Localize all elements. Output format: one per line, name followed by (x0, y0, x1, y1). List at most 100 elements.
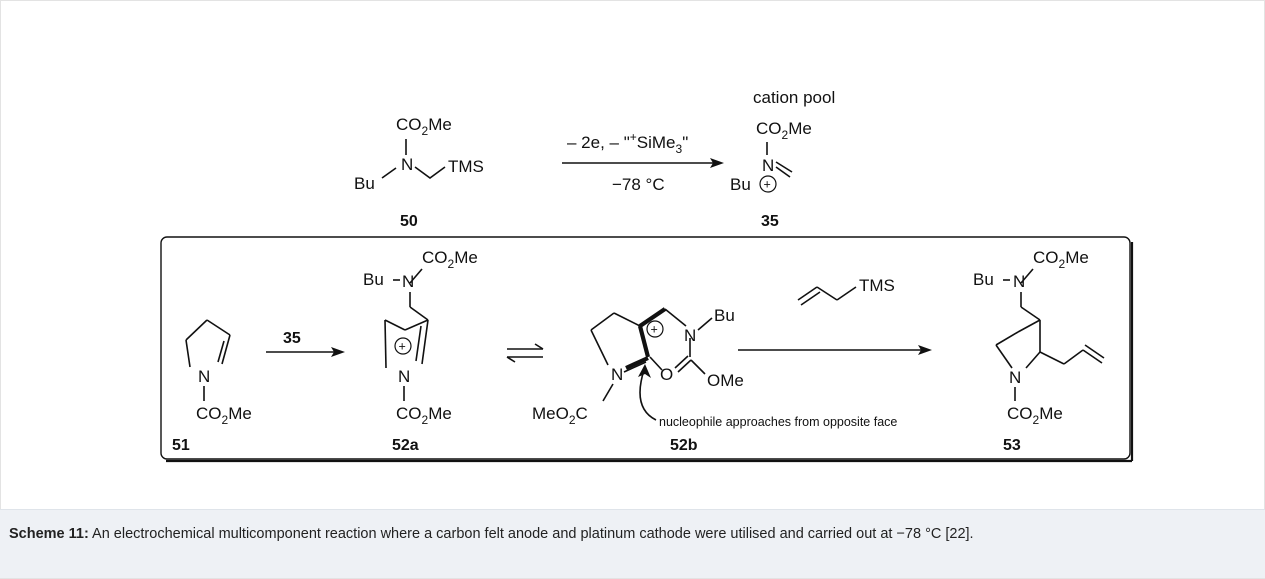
cpd53-allyl-double-b (1084, 344, 1105, 359)
arrow1-label: 35 (283, 330, 301, 347)
cpd53-co2me-top: CO2Me (1033, 248, 1089, 271)
cpd53-ring-bond-5 (1025, 351, 1041, 369)
cation-pool-label: cation pool (753, 88, 835, 107)
cpd52b-number: 52b (670, 437, 698, 454)
cpd52b-meo2c: MeO2C (532, 404, 588, 427)
cpd52b-ome: OMe (707, 371, 744, 390)
cpd35-plus: + (764, 178, 771, 192)
cpd52b-bond-c-o (649, 356, 663, 371)
cpd52a-bond-n-c (409, 268, 423, 284)
cpd52b-bond-ch2-n (664, 308, 687, 327)
caption-body: An electrochemical multicomponent reacti… (88, 526, 974, 542)
cpd35-double-bond-b (775, 166, 791, 178)
cpd53-ring-bond-3 (995, 344, 1013, 369)
equilibrium-forward-head (534, 343, 544, 350)
reaction-scheme: cation pool CO2Me N Bu TMS 50 – 2e, – "+… (160, 88, 1134, 463)
cpd35-n: N (762, 156, 774, 175)
arrow2-reagent-tms: TMS (859, 276, 895, 295)
cpd53-allyl-1 (1039, 351, 1065, 365)
cpd53-number: 53 (1003, 437, 1021, 454)
annotation-text: nucleophile approaches from opposite fac… (659, 415, 897, 429)
cpd52a-ring-bond-3 (384, 319, 387, 369)
cpd52a-ring-double (415, 325, 422, 362)
cpd52b-bond-n-c (623, 361, 647, 373)
allyl-bond-3 (836, 286, 857, 301)
top-arrow-head (710, 158, 724, 168)
compound-50: CO2Me N Bu TMS 50 (354, 115, 484, 230)
compound-53: CO2Me Bu N N CO2Me 53 (973, 248, 1105, 454)
cpd50-bond-chain (414, 166, 446, 179)
caption-box: Scheme 11: An electrochemical multicompo… (0, 509, 1265, 578)
arrow1-head (331, 347, 345, 357)
cpd52a-ring-bond-2 (384, 319, 406, 331)
allyl-double-a (797, 286, 818, 301)
curved-arrow (639, 369, 657, 421)
cpd53-ring-bond-1 (1017, 319, 1041, 333)
nucleophile-annotation: nucleophile approaches from opposite fac… (638, 364, 897, 429)
cpd52b-ring-bond-2 (613, 312, 641, 327)
cpd53-bond-ch2-ring (1020, 306, 1041, 321)
cpd52a-number: 52a (392, 437, 419, 454)
cpd52b-charge-circle (646, 320, 664, 338)
cpd53-allyl-2 (1063, 349, 1084, 365)
cpd50-tms: TMS (448, 157, 484, 176)
top-arrow: – 2e, – "+SiMe3" −78 °C (562, 130, 724, 194)
cpd52a-charge-circle (394, 337, 412, 355)
cpd53-ring-bond-2 (995, 331, 1019, 346)
cpd52b-bond-c-ome (690, 359, 706, 375)
cpd52b-plus: + (651, 323, 658, 337)
cpd52b-ring-bond-3 (590, 329, 609, 366)
curved-arrow-head (638, 364, 651, 378)
top-arrow-label-above: – 2e, – "+SiMe3" (567, 130, 688, 156)
cpd52a-co2me-bottom: CO2Me (396, 404, 452, 427)
allyl-bond-2 (816, 286, 838, 301)
cpd52b-n-ring: N (611, 365, 623, 384)
cpd51-number: 51 (172, 437, 190, 454)
cpd51-ring-double-bond (217, 340, 225, 363)
cpd50-co2me: CO2Me (396, 115, 452, 138)
cpd51-n: N (198, 367, 210, 386)
arrow2-head (918, 345, 932, 355)
cpd35-co2me: CO2Me (756, 119, 812, 142)
cpd35-charge-circle (759, 175, 777, 193)
cpd52a-bond-ch2-ring (409, 306, 429, 321)
compound-52a: CO2Me Bu N + N CO2Me 52a (363, 248, 478, 454)
top-arrow-label-below: −78 °C (612, 175, 665, 194)
cpd52a-ring-bond-4 (421, 319, 429, 365)
cpd50-bond-n-bu (381, 167, 397, 179)
cpd52a-bu: Bu (363, 270, 384, 289)
cpd52b-bond-o-c-b (677, 359, 692, 373)
allyl-double-b (800, 291, 821, 306)
cpd53-bond-n-c (1020, 268, 1034, 284)
cpd53-n-top: N (1013, 272, 1025, 291)
cpd51-ring-bond-4 (221, 334, 231, 365)
cpd51-ring-bond-1 (185, 339, 191, 368)
cpd53-n-ring: N (1009, 368, 1021, 387)
cpd50-n: N (401, 155, 413, 174)
cpd53-allyl-double-a (1082, 349, 1103, 364)
cpd52b-bond-n-meo2c (602, 383, 614, 402)
caption-label: Scheme 11: (9, 526, 89, 542)
cpd50-bu: Bu (354, 174, 375, 193)
compound-35: CO2Me N Bu + 35 (730, 119, 812, 230)
cpd52a-ring-bond-1 (404, 319, 429, 331)
cpd52a-n-top: N (402, 272, 414, 291)
cpd52b-n-side: N (684, 326, 696, 345)
cpd50-number: 50 (400, 213, 418, 230)
compound-51: N CO2Me 51 (172, 319, 252, 454)
cpd52b-bond-n-bu (697, 317, 713, 331)
caption: Scheme 11: An electrochemical multicompo… (9, 524, 1249, 544)
cpd52a-n-ring: N (398, 367, 410, 386)
cpd51-ring-bond-2 (185, 319, 208, 341)
cpd52b-ring-bold-bond (637, 325, 651, 358)
cpd52a-plus: + (399, 340, 406, 354)
cpd52b-ring-bond-1 (590, 312, 615, 331)
cpd35-double-bond-a (775, 161, 793, 173)
cpd52b-bold-ch2 (638, 307, 667, 328)
cpd52b-bond-o-c-a (674, 355, 689, 369)
cpd35-bu: Bu (730, 175, 751, 194)
cpd35-number: 35 (761, 213, 779, 230)
cpd53-co2me-bottom: CO2Me (1007, 404, 1063, 427)
cpd53-bu: Bu (973, 270, 994, 289)
